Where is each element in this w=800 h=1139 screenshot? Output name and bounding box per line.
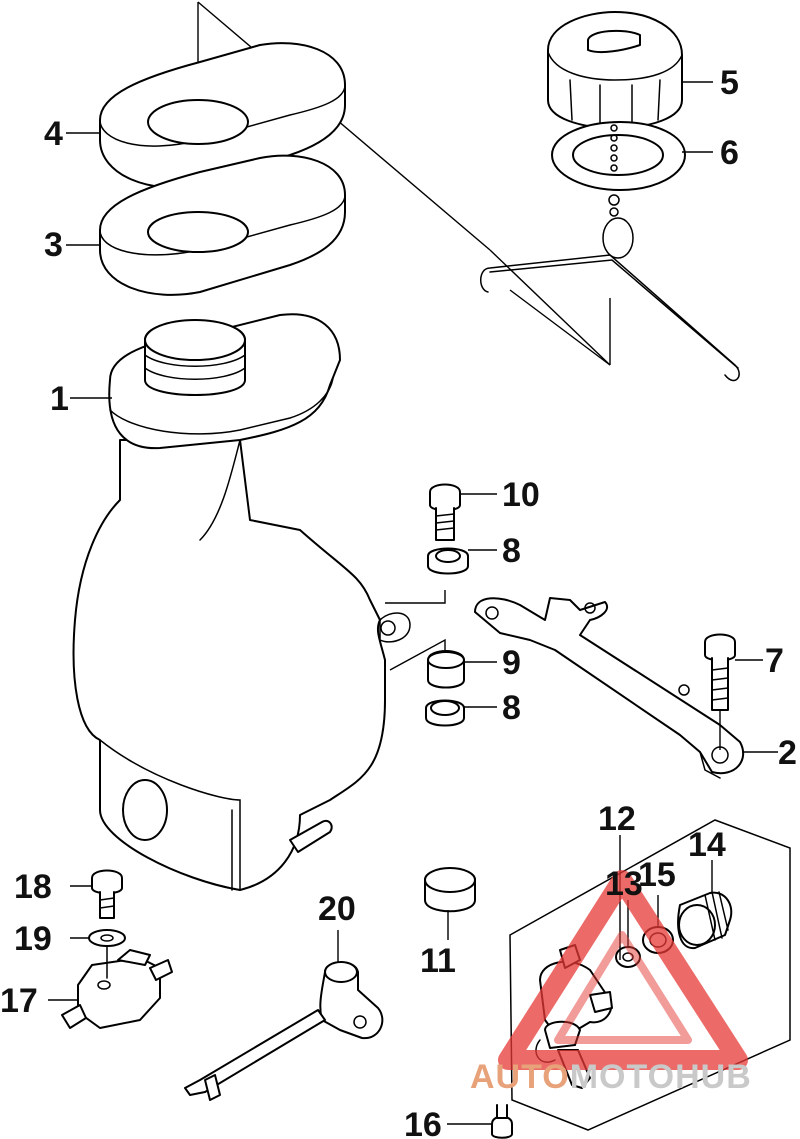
gasket-lower [99,154,346,296]
bolt-16 [491,1104,513,1139]
fuel-lever-20 [184,930,384,1101]
callout-3: 3 [44,226,63,264]
cap-chain [602,124,634,259]
valve-17 [61,945,173,1029]
fuel-cap [547,11,683,129]
callout-labels: 1 2 3 4 5 6 7 8 8 9 10 11 12 13 14 15 16… [0,64,797,1139]
callout-8-lower: 8 [502,689,521,727]
mount-leader-lines [385,590,721,750]
callout-1: 1 [50,380,69,418]
fuel-tank [72,313,411,891]
callout-19: 19 [14,920,52,958]
callout-leaders [48,81,778,1125]
callout-10: 10 [502,476,540,514]
bolt-18 [91,869,123,919]
watermark-logo: AUTOMOTOHUB [470,870,752,1096]
watermark-triangle-inner-icon [554,931,692,1044]
cap-seal-ring [551,121,686,191]
washer-8-upper [427,547,469,575]
filter-bowl-14 [677,891,733,950]
callout-17: 17 [0,982,38,1020]
fuel-cock-assembly-frame [509,819,791,1131]
mount-bracket [474,597,745,779]
callout-6: 6 [720,134,739,172]
callout-11: 11 [420,942,456,980]
callout-20: 20 [318,890,356,928]
watermark-text-auto: AUTO [470,1058,570,1096]
callout-12: 12 [598,800,636,838]
filter-cup [424,867,476,913]
bushing-9 [427,650,465,689]
callout-5: 5 [720,64,739,102]
callout-13: 13 [605,865,643,903]
gasket-upper [99,42,346,189]
bolt-10 [429,483,461,541]
svg-text:AUTOMOTOHUB: AUTOMOTOHUB [470,1058,752,1096]
callout-4: 4 [44,115,63,153]
callout-2: 2 [778,734,797,772]
watermark-text-hub: HUB [675,1058,752,1096]
watermark-triangle-icon [498,870,748,1070]
callout-8-upper: 8 [502,532,521,570]
watermark-text-moto: MOTO [570,1058,675,1096]
callout-15: 15 [638,856,676,894]
retainer-wire [480,254,740,382]
callout-16: 16 [404,1106,442,1139]
callout-7: 7 [765,642,784,680]
callout-14: 14 [688,826,726,864]
callout-18: 18 [14,868,52,906]
callout-9: 9 [502,644,521,682]
bolt-7 [704,633,736,711]
washer-19 [88,929,126,947]
washer-8-lower [425,699,465,727]
